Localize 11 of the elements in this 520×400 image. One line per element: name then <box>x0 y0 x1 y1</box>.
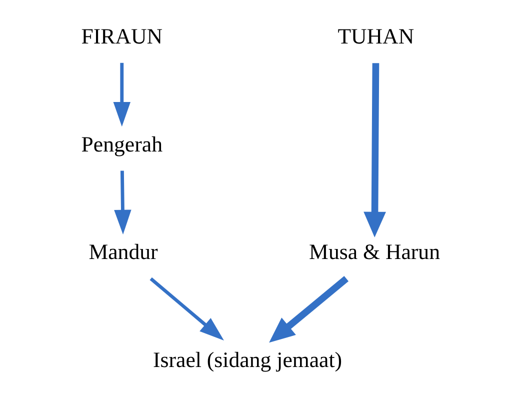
arrow <box>268 276 348 343</box>
node-text: Israel (sidang jemaat) <box>152 348 342 372</box>
node-text: TUHAN <box>337 24 414 48</box>
node-text: Musa & Harun <box>308 240 440 264</box>
arrow <box>114 170 131 234</box>
arrow <box>363 63 386 238</box>
arrow <box>149 277 224 341</box>
node-text: Pengerah <box>80 132 162 156</box>
node-text: Mandur <box>88 240 158 264</box>
node-text: FIRAUN <box>80 24 162 48</box>
arrow <box>112 62 130 127</box>
